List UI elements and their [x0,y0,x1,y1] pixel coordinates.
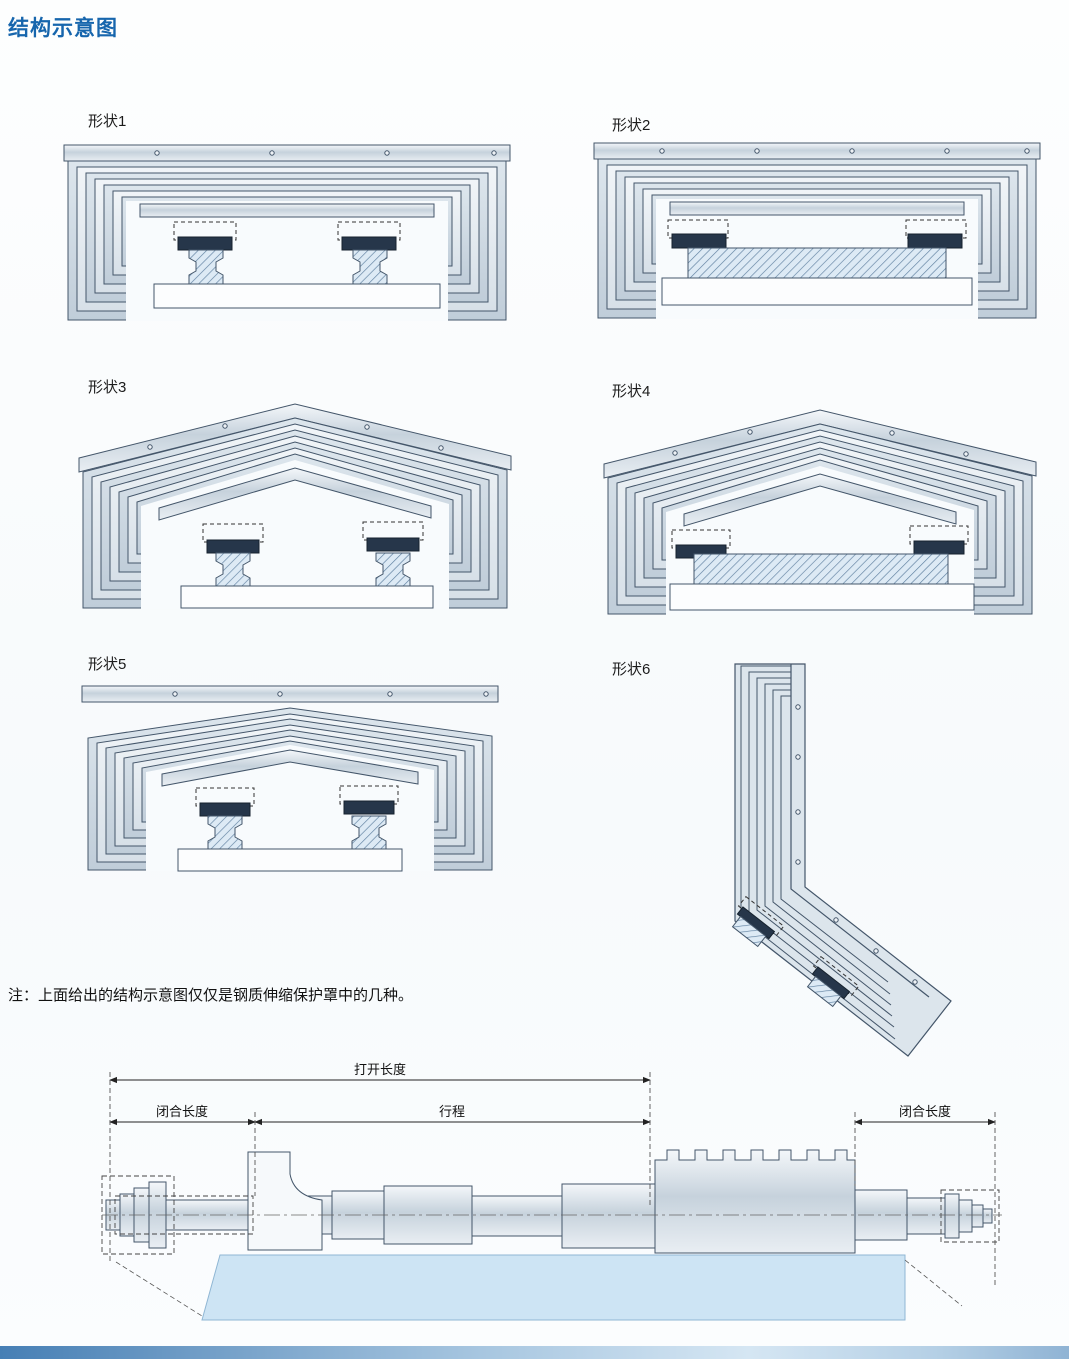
shape-4-diagram [603,409,1037,615]
dim-open-length-label: 打开长度 [354,1062,406,1077]
shape-5-label: 形状5 [88,656,127,673]
note-text: 注：上面给出的结构示意图仅仅是钢质伸缩保护罩中的几种。 [8,987,414,1004]
page-title: 结构示意图 [8,17,118,40]
dim-closed-right-label: 闭合长度 [899,1104,951,1119]
shape-3-label: 形状3 [88,379,127,396]
shape-3-diagram [78,403,512,609]
shape-5-diagram [81,685,499,872]
shape-6-label: 形状6 [612,661,651,678]
shape-1-diagram [63,144,511,321]
shape-6-diagram [731,663,952,1057]
shape-2-label: 形状2 [612,117,651,134]
dim-closed-left-label: 闭合长度 [156,1104,208,1119]
dim-stroke-label: 行程 [439,1104,465,1119]
shape-4-label: 形状4 [612,383,651,400]
footer-bar [0,1346,1069,1359]
shape-1-label: 形状1 [88,113,127,130]
dimension-diagram: 打开长度 闭合长度 行程 闭合长度 [101,1062,1002,1321]
shape-2-diagram [593,142,1041,319]
